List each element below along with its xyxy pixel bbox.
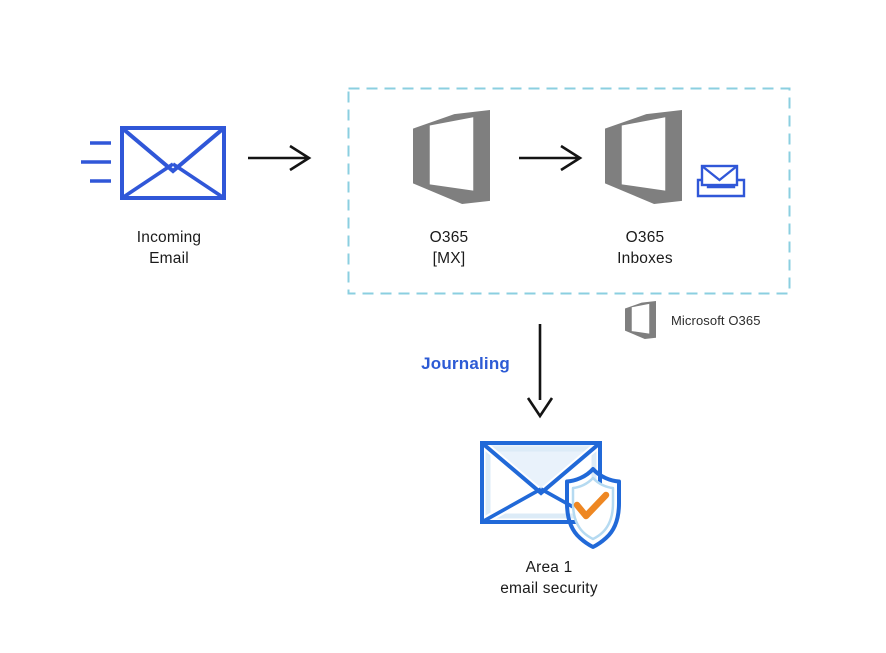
office-logo-icon [625, 301, 656, 339]
o365-mx-label-line1: O365 [429, 229, 469, 246]
o365-mx-label: O365 [MX] [389, 227, 509, 269]
area1-label-line2: email security [500, 580, 598, 597]
speed-lines-icon [81, 141, 111, 183]
o365-boundary-box [347, 87, 791, 295]
legend: Microsoft O365 [625, 301, 761, 339]
journaling-label: Journaling [421, 354, 510, 373]
incoming-email-label-line1: Incoming [136, 229, 202, 246]
arrow-right-icon [248, 144, 312, 172]
incoming-email-icon [120, 126, 226, 200]
arrow-down-icon [526, 324, 554, 419]
mail-shield-check-icon [479, 440, 621, 549]
o365-inboxes-label: O365 Inboxes [585, 227, 705, 269]
o365-inboxes-label-line2: Inboxes [617, 250, 673, 267]
office-logo-icon [413, 110, 490, 204]
shield-icon [565, 467, 621, 549]
checkmark-icon [573, 491, 610, 520]
office-logo-icon [605, 110, 682, 204]
area1-label-line1: Area 1 [525, 559, 573, 576]
inbox-tray-icon [696, 164, 746, 198]
arrow-right-icon [519, 144, 583, 172]
incoming-email-label-line2: Email [149, 250, 189, 267]
o365-mx-label-line2: [MX] [432, 250, 466, 267]
legend-label: Microsoft O365 [671, 312, 761, 328]
area1-label: Area 1 email security [469, 557, 629, 599]
o365-inboxes-label-line1: O365 [625, 229, 665, 246]
incoming-email-label: Incoming Email [109, 227, 229, 269]
